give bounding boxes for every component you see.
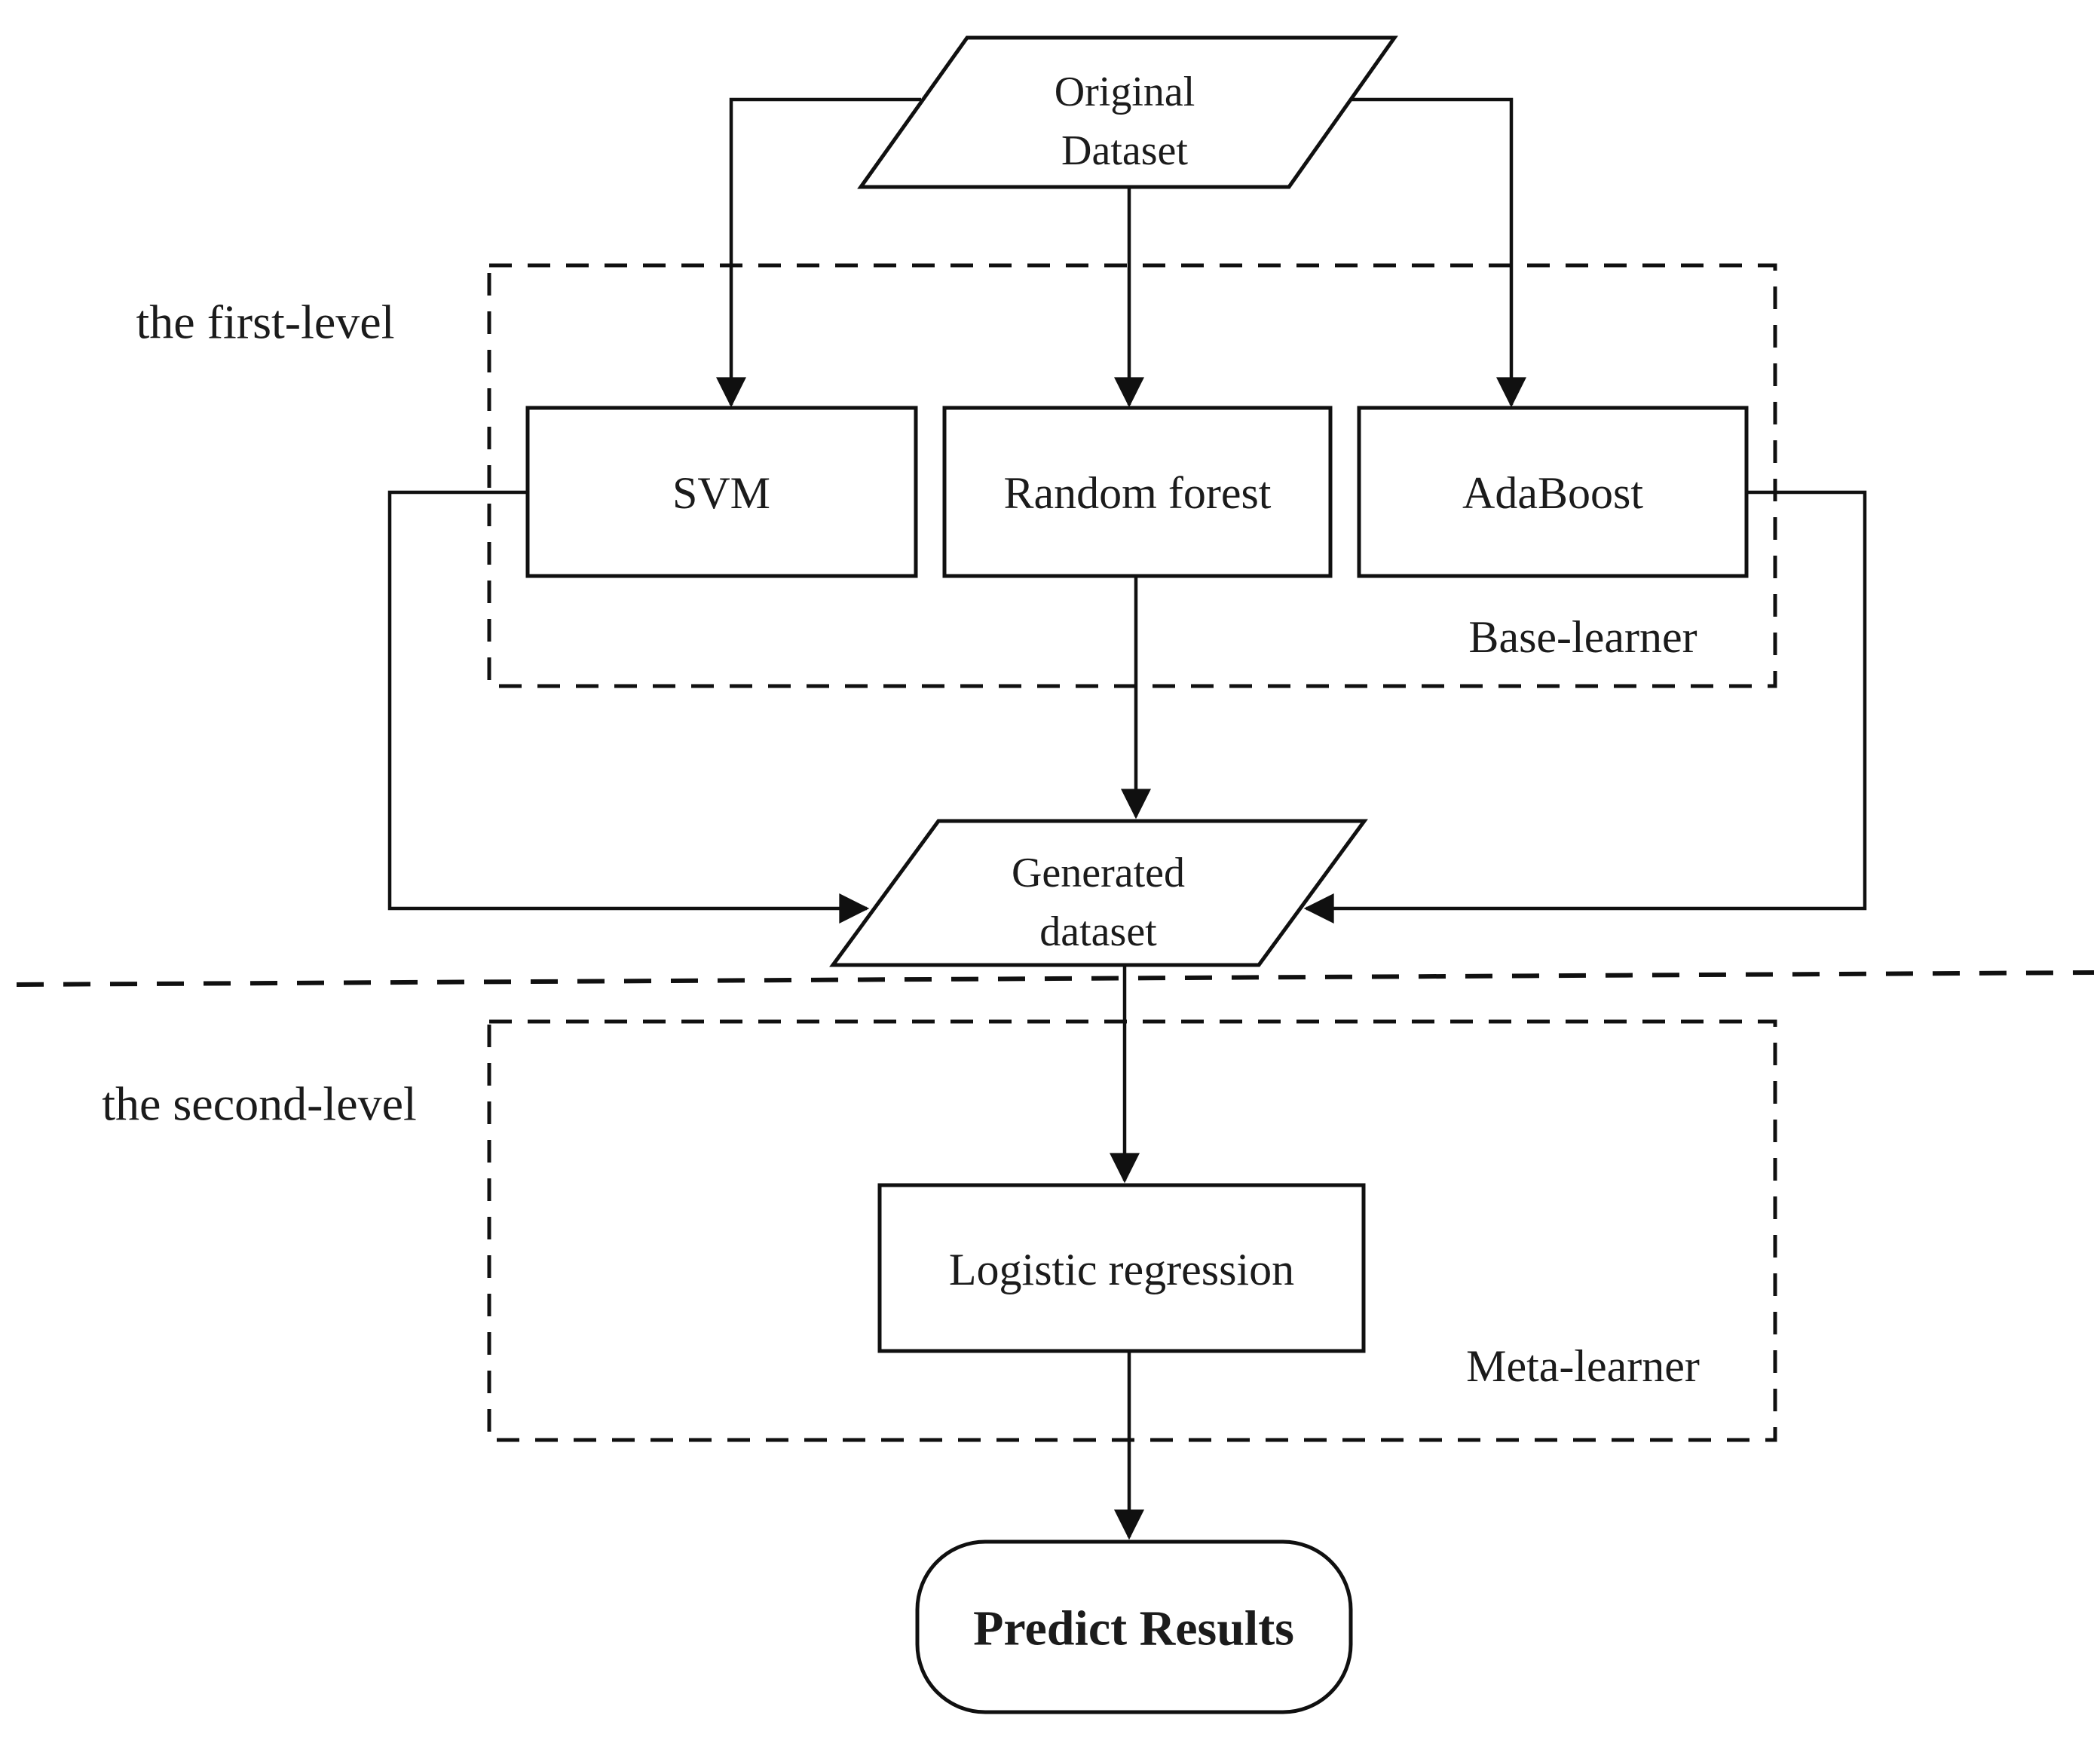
edge-original-to-adaboost — [1349, 97, 1526, 408]
node-adaboost-label: AdaBoost — [1462, 468, 1643, 518]
edge-adaboost-to-generated — [1303, 490, 1867, 924]
node-predict-results-label: Predict Results — [973, 1601, 1294, 1656]
node-logistic-regression-label: Logistic regression — [949, 1245, 1294, 1294]
node-generated-dataset-label-line2: dataset — [1039, 908, 1157, 955]
node-adaboost — [1357, 406, 1749, 578]
node-generated-dataset — [829, 819, 1368, 967]
group-meta-learner-boundary — [487, 1019, 1777, 1442]
node-random-forest-label: Random forest — [1004, 468, 1272, 518]
node-logistic-regression — [877, 1183, 1366, 1353]
label-base-learner: Base-learner — [1468, 612, 1697, 662]
node-original-dataset-label-line2: Dataset — [1061, 127, 1188, 174]
node-generated-dataset-label-line1: Generated — [1012, 850, 1185, 896]
level-separator-line — [16, 970, 2095, 987]
node-original-dataset — [857, 35, 1398, 189]
label-meta-learner: Meta-learner — [1466, 1341, 1700, 1391]
node-svm — [525, 406, 918, 578]
group-base-learner-boundary — [487, 263, 1777, 688]
edge-original-to-svm — [716, 97, 921, 408]
label-second-level: the second-level — [102, 1077, 417, 1131]
node-svm-label: SVM — [672, 468, 770, 518]
node-random-forest — [942, 406, 1333, 578]
label-first-level: the first-level — [136, 296, 395, 349]
node-original-dataset-label-line1: Original — [1055, 69, 1195, 115]
edge-svm-to-generated — [387, 490, 870, 924]
node-predict-results — [915, 1539, 1353, 1714]
